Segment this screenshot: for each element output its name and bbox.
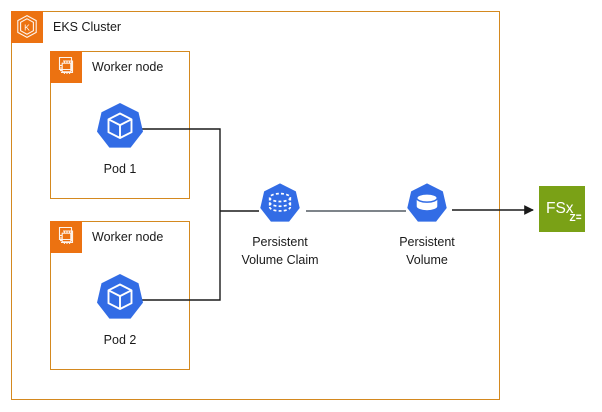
amazon-fsx-icon: FSx Z <box>539 186 585 232</box>
worker-node-group-1 <box>50 51 190 199</box>
node-amazon-fsx[interactable]: FSx Z <box>539 186 585 232</box>
kubernetes-pvc-icon <box>225 180 335 233</box>
worker-node-header-1: Worker node <box>50 51 163 83</box>
worker-node-label-1: Worker node <box>92 60 164 74</box>
node-pod-1[interactable]: Pod 1 <box>65 99 175 178</box>
fsx-lustre-mark: Z <box>570 213 576 224</box>
kubernetes-pod-icon <box>65 270 175 331</box>
eks-cluster-label: EKS Cluster <box>53 20 122 34</box>
node-persistent-volume-label: Persistent Volume <box>399 235 455 267</box>
node-persistent-volume[interactable]: Persistent Volume <box>372 180 482 269</box>
fsx-wordmark: FSx <box>546 200 574 217</box>
eks-cluster-header: K EKS Cluster <box>11 11 121 43</box>
kubernetes-pv-icon <box>372 180 482 233</box>
kubernetes-pod-icon <box>65 99 175 160</box>
node-persistent-volume-claim[interactable]: Persistent Volume Claim <box>225 180 335 269</box>
node-pod-1-label: Pod 1 <box>103 162 137 176</box>
worker-node-header-2: Worker node <box>50 221 163 253</box>
worker-node-icon <box>50 221 82 253</box>
svg-text:K: K <box>24 23 30 33</box>
node-persistent-volume-claim-label: Persistent Volume Claim <box>241 235 319 267</box>
node-pod-2[interactable]: Pod 2 <box>65 270 175 349</box>
node-pod-2-label: Pod 2 <box>103 333 137 347</box>
eks-cluster-icon: K <box>11 11 43 43</box>
worker-node-icon <box>50 51 82 83</box>
worker-node-label-2: Worker node <box>92 230 164 244</box>
eks-cluster-group <box>11 11 500 400</box>
